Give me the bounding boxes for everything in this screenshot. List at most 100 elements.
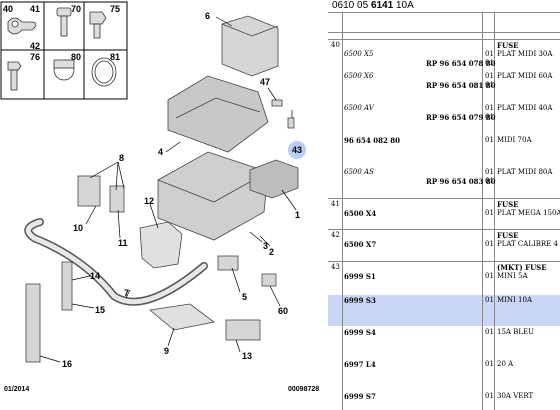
table-divider [328, 198, 560, 199]
row-40a-rq: 01 [485, 59, 494, 67]
callout-15[interactable]: 15 [95, 305, 106, 315]
row-43c-ref[interactable]: 6999 S4 [344, 328, 376, 337]
row-43-qty: 01 [485, 272, 494, 280]
row-43-type: (MKT) FUSE [497, 263, 547, 272]
callout-9[interactable]: 9 [164, 346, 170, 356]
row-40-num: 40 [331, 41, 340, 49]
row-43d-desc: 20 A [497, 360, 514, 368]
row-43-num: 43 [331, 263, 340, 271]
row-40e-desc: PLAT MIDI 80A [497, 168, 553, 176]
row-40d-ref[interactable]: 96 654 082 80 [344, 136, 401, 145]
row-41-type: FUSE [497, 200, 519, 209]
legend-num-41: 41 [30, 4, 41, 14]
callout-11[interactable]: 11 [118, 238, 128, 248]
table-divider [328, 261, 560, 262]
row-40d-desc: MIDI 70A [497, 136, 532, 144]
table-divider [328, 32, 560, 33]
callout-1[interactable]: 1 [295, 210, 301, 220]
row-40c-qty: 01 [485, 104, 494, 112]
row-40b-ref[interactable]: 6500 X6 [344, 72, 374, 80]
row-43d-qty: 01 [485, 360, 494, 368]
diagram-code: 00098728 [288, 386, 320, 393]
row-43c-desc: 15A BLEU [497, 328, 534, 336]
diagram-date: 01/2014 [4, 386, 30, 393]
row-40c-rq: 01 [485, 113, 494, 121]
row-43b-ref[interactable]: 6999 S3 [344, 296, 376, 305]
header-bold: 6141 [370, 0, 394, 11]
row-43e-ref[interactable]: 6999 S7 [344, 392, 376, 401]
row-43e-desc: 30A VERT [497, 392, 534, 400]
callout-7[interactable]: 7 [124, 288, 130, 298]
header-suffix: 10A [393, 0, 414, 11]
header-prefix: 0610 05 [332, 0, 371, 11]
row-40b-rp[interactable]: RP 96 654 081 80 [426, 81, 496, 90]
legend-num-76: 76 [30, 52, 41, 62]
row-40b-qty: 01 [485, 72, 494, 80]
callout-60[interactable]: 60 [278, 306, 289, 316]
row-42-desc: PLAT CALIBRE 4 [497, 240, 558, 248]
callout-14[interactable]: 14 [90, 271, 101, 281]
callout-3[interactable]: 3 [263, 241, 269, 251]
exploded-parts-diagram: 40 41 42 70 75 76 80 81 6 47 43 4 8 10 1… [0, 1, 320, 393]
callout-2[interactable]: 2 [269, 247, 275, 257]
callout-8[interactable]: 8 [119, 153, 125, 163]
legend-num-42: 42 [30, 41, 41, 51]
selected-row-highlight [328, 295, 560, 326]
diagram-drawing [0, 1, 299, 363]
table-divider [328, 229, 560, 230]
legend-num-75: 75 [110, 4, 121, 14]
callout-13[interactable]: 13 [242, 351, 253, 361]
row-40c-desc: PLAT MIDI 40A [497, 104, 553, 112]
row-43-ref[interactable]: 6999 S1 [344, 272, 376, 281]
table-col-line [494, 12, 495, 410]
callout-5[interactable]: 5 [242, 292, 248, 302]
row-40a-qty: 01 [485, 50, 494, 58]
row-43e-qty: 01 [485, 392, 494, 400]
callout-12[interactable]: 12 [144, 196, 155, 206]
row-40c-rp[interactable]: RP 96 654 079 80 [426, 113, 496, 122]
row-43d-ref[interactable]: 6997 L4 [344, 360, 376, 369]
callout-16[interactable]: 16 [62, 359, 73, 369]
row-43b-desc: MINI 10A [497, 296, 533, 304]
row-40-type: FUSE [497, 41, 519, 50]
row-40a-ref[interactable]: 6500 X5 [344, 50, 374, 58]
row-40e-ref[interactable]: 6500 AS [344, 168, 374, 176]
row-40e-rq: 01 [485, 177, 494, 185]
table-divider [328, 39, 560, 40]
row-41-num: 41 [331, 200, 340, 208]
row-41-ref[interactable]: 6500 X4 [344, 209, 377, 218]
legend-num-80: 80 [71, 52, 82, 62]
callout-4[interactable]: 4 [158, 147, 164, 157]
assembly-parts [24, 15, 299, 363]
legend-num-70: 70 [71, 4, 82, 14]
row-43b-qty: 01 [485, 296, 494, 304]
row-42-ref[interactable]: 6500 X7 [344, 240, 377, 249]
row-40b-desc: PLAT MIDI 60A [497, 72, 553, 80]
legend-num-40: 40 [3, 4, 14, 14]
row-40a-rp[interactable]: RP 96 654 078 80 [426, 59, 496, 68]
row-42-type: FUSE [497, 231, 519, 240]
row-42-qty: 01 [485, 240, 494, 248]
table-col-line [482, 12, 483, 410]
table-divider [328, 12, 560, 13]
row-40a-desc: PLAT MIDI 30A [497, 50, 553, 58]
row-40e-qty: 01 [485, 168, 494, 176]
row-40e-rp[interactable]: RP 96 654 083 80 [426, 177, 496, 186]
parts-table: 0610 05 6141 10A 40 FUSE 6500 X5 01 PLAT… [328, 0, 560, 410]
row-40b-rq: 01 [485, 81, 494, 89]
table-col-line [342, 12, 343, 410]
row-43-desc: MINI 5A [497, 272, 528, 280]
legend-num-81: 81 [110, 52, 121, 62]
legend-parts [7, 7, 117, 91]
row-43c-qty: 01 [485, 328, 494, 336]
part-header: 0610 05 6141 10A [332, 0, 414, 11]
row-41-desc: PLAT MEGA 150A [497, 209, 560, 217]
row-41-qty: 01 [485, 209, 494, 217]
row-40c-ref[interactable]: 6500 AV [344, 104, 374, 112]
row-40d-qty: 01 [485, 136, 494, 144]
leader-lines [39, 16, 297, 363]
callout-47[interactable]: 47 [260, 77, 271, 87]
callout-43[interactable]: 43 [288, 141, 306, 159]
callout-10[interactable]: 10 [73, 223, 84, 233]
callout-6[interactable]: 6 [205, 11, 211, 21]
